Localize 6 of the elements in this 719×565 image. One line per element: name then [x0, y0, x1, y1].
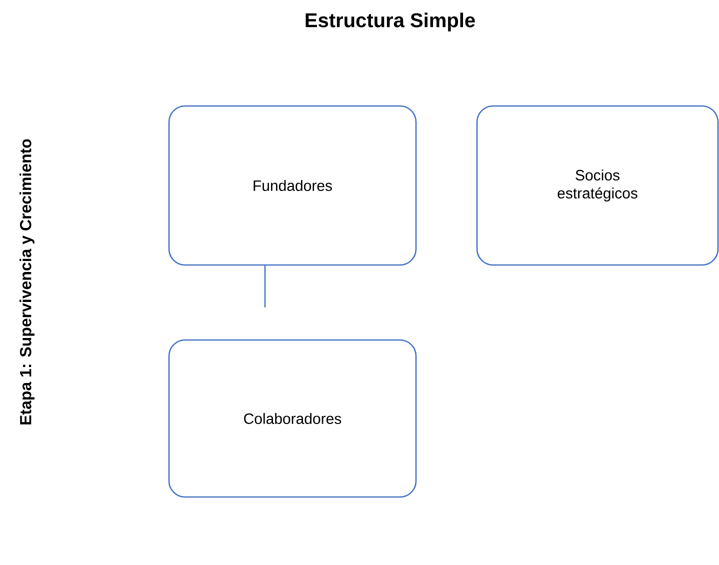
connector-line — [264, 266, 266, 308]
title: Estructura Simple — [306, 12, 475, 32]
vertical-label: Etapa 1: Supervivencia y Crecimiento — [20, 139, 34, 424]
process-box: Socios estratégicos — [476, 105, 719, 266]
process-box: Fundadores — [168, 105, 417, 266]
process-box: Colaboradores — [168, 339, 417, 498]
